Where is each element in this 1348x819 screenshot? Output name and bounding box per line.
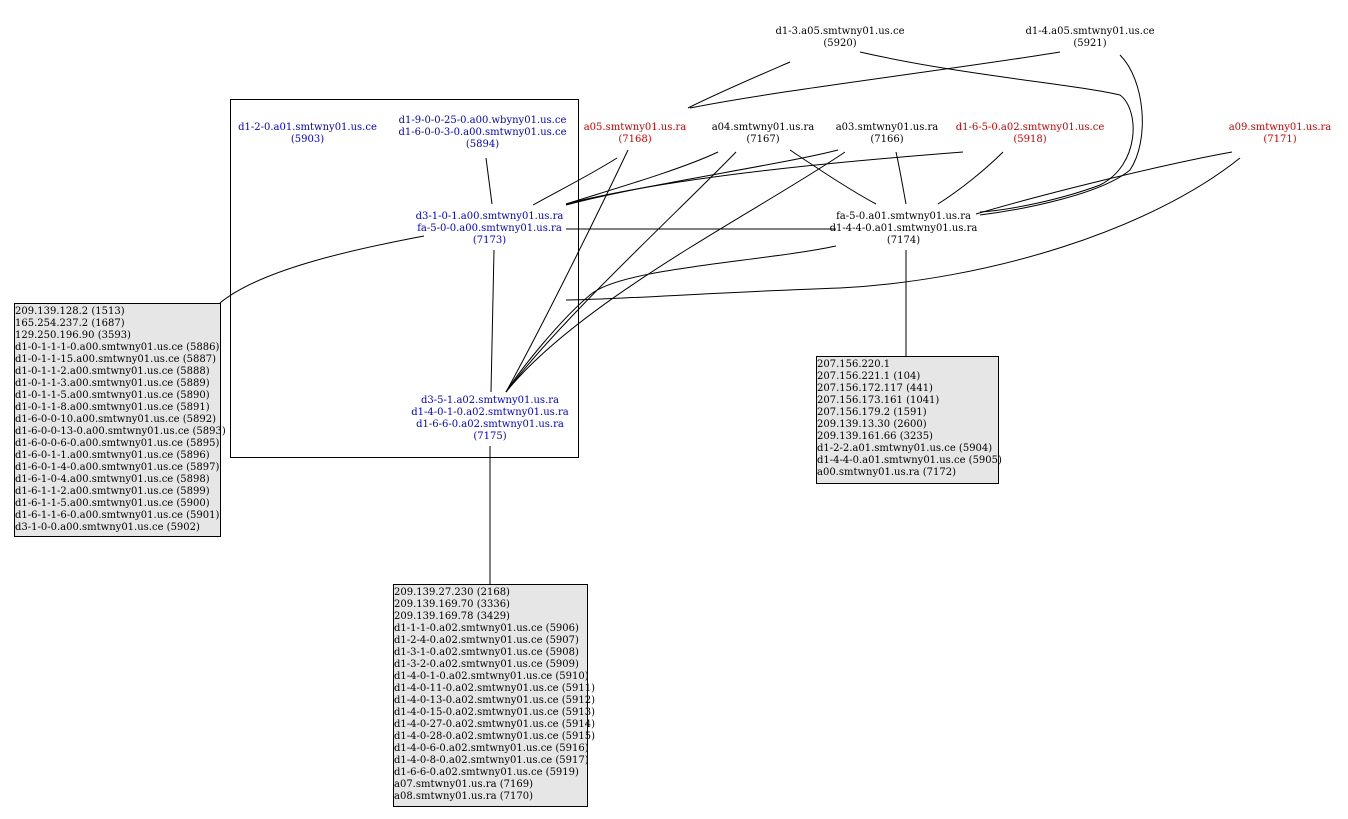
edge — [485, 157, 493, 205]
edge — [219, 235, 425, 304]
edge — [859, 51, 1134, 213]
edge — [895, 151, 907, 205]
node-5894[interactable]: d1-9-0-0-25-0.a00.wbyny01.us.ce d1-6-0-0… — [398, 115, 567, 150]
host-list-left[interactable]: 209.139.128.2 (1513) 165.254.237.2 (1687… — [14, 303, 226, 537]
edge — [689, 51, 1061, 109]
edge — [532, 157, 618, 206]
edge — [979, 54, 1143, 216]
edge — [565, 151, 719, 205]
node-5918[interactable]: d1-6-5-0.a02.smtwny01.us.ce (5918) — [955, 122, 1105, 145]
edge — [505, 245, 837, 393]
node-7175[interactable]: d3-5-1.a02.smtwny01.us.ra d1-4-0-1-0.a02… — [411, 395, 569, 442]
host-list-right[interactable]: 207.156.220.1 207.156.221.1 (104) 207.15… — [816, 356, 1002, 484]
edge — [565, 157, 1241, 301]
edge — [975, 151, 1233, 215]
node-5920[interactable]: d1-3.a05.smtwny01.us.ce (5920) — [775, 26, 905, 49]
host-list-bottom[interactable]: 209.139.27.230 (2168) 209.139.169.70 (33… — [393, 584, 595, 807]
node-5903[interactable]: d1-2-0.a01.smtwny01.us.ce (5903) — [238, 122, 377, 145]
node-5921[interactable]: d1-4.a05.smtwny01.us.ce (5921) — [1025, 26, 1155, 49]
edge — [565, 149, 839, 206]
node-7166[interactable]: a03.smtwny01.us.ra (7166) — [835, 122, 939, 145]
node-7167[interactable]: a04.smtwny01.us.ra (7167) — [711, 122, 815, 145]
edge — [687, 61, 791, 109]
edge — [490, 249, 495, 393]
edge — [505, 149, 629, 393]
edge — [505, 151, 846, 393]
node-7174[interactable]: fa-5-0.a01.smtwny01.us.ra d1-4-4-0.a01.s… — [829, 211, 978, 246]
node-7171[interactable]: a09.smtwny01.us.ra (7171) — [1228, 122, 1332, 145]
edge — [565, 151, 964, 205]
node-7173[interactable]: d3-1-0-1.a00.smtwny01.us.ra fa-5-0-0.a00… — [415, 211, 564, 246]
edge — [789, 149, 877, 205]
edge — [937, 151, 1004, 205]
node-7168[interactable]: a05.smtwny01.us.ra (7168) — [583, 122, 687, 145]
cluster-box — [230, 99, 579, 458]
